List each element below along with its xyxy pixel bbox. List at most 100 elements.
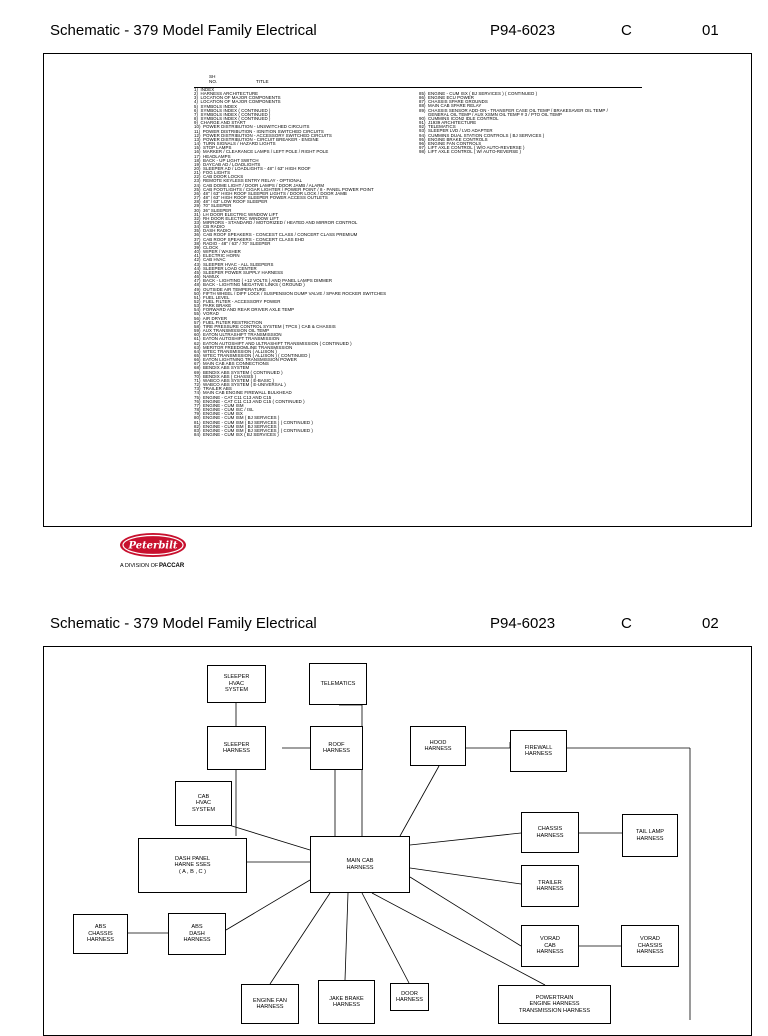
index-entry: 50) FIFTH WHEEL / DIFF LOCK / SUSPENSION… [194, 290, 387, 296]
index-entry: 22) CAB DOOR LOCKS [194, 174, 244, 180]
index-entry: 19) DAYCAB AD / LOADLIGHTS [194, 161, 261, 167]
tail-lamp-harness-box: TAIL LAMP HARNESS [622, 814, 678, 857]
index-entry: 11) POWER DISTRIBUTION - IGNITION SWITCH… [194, 128, 324, 134]
svg-text:PACCAR: PACCAR [159, 563, 185, 569]
telematics-box: TELEMATICS [309, 663, 367, 705]
index-entry: 1) INDEX [194, 87, 215, 92]
index-entry: 32) RH DOOR ELECTRIC WINDOW LIFT [194, 215, 279, 221]
title-label: TITLE [256, 79, 269, 84]
index-entry: 13) POWER DISTRIBUTION - CIRCUIT BREAKER… [194, 136, 319, 142]
index-entry: 46) NAMUX [194, 274, 220, 280]
index-entry: 12) POWER DISTRIBUTION - ACCESSORY SWITC… [194, 132, 332, 138]
index-entry: 7) SYMBOLS INDEX ( CONTINUED ) [194, 111, 271, 117]
index-entry: 55) VORAD [194, 311, 219, 317]
index-entry: 91) J1939 ARCHITECTURE [419, 120, 477, 126]
index-entry: 43) SLEEPER HVAC - ALL SLEEPERS [194, 261, 274, 267]
index-entry: 16) MARKER / CLEARANCE LAMPS / LEFT POLE… [194, 149, 329, 155]
index-entry: GENERAL OIL TEMP / AUX XSMN OIL TEMP # 3… [419, 111, 562, 117]
index-entry: 78) ENGINE - CUM ISC / ISL [194, 407, 254, 413]
index-entry: 27) 48" / 63" HIGH ROOF SLEEPER POWER AC… [194, 195, 328, 201]
no-label: NO. [209, 79, 218, 84]
index-entry: 53) PARK BRAKE [194, 303, 232, 309]
index-entry: 73) TRAILER ABS [194, 386, 232, 392]
index-entry: 67) MAIN CAB ABS CONNECTIONS [194, 361, 269, 367]
index-entry: 98) LIFT AXLE CONTROL ( W/ AUTO-REVERSE … [419, 149, 522, 155]
page-number: 01 [702, 22, 719, 39]
index-entry: 76) ENGINE - CAT C11 C13 AND C15 ( CONTI… [194, 398, 305, 404]
index-entry: 61) EATON AUTOSHIFT TRANSMISSION [194, 336, 280, 342]
index-entry: 9) CHARGE AND START [194, 120, 246, 126]
index-entry: 23) REMOTE KEYLESS ENTRY RELAY - OPTIONA… [194, 178, 303, 184]
index-entry: 33) MIRRORS - STANDARD / MOTORIZED / HEA… [194, 220, 358, 225]
index-entry: 45) SLEEPER POWER SUPPLY HARNESS [194, 269, 284, 275]
index-entry: 51) FUEL LEVEL [194, 294, 230, 300]
index-entry: 20) SLEEPER AD / LOADLIGHTS - 48" / 63" … [194, 165, 311, 171]
jake-brake-harness-box: JAKE BRAKE HARNESS [318, 980, 375, 1024]
index-entry: 34) CB RADIO [194, 224, 225, 230]
index-entry: 15) STOP LAMPS [194, 145, 232, 151]
index-entry: 5) SYMBOLS INDEX [194, 103, 238, 109]
index-entry: 96) ENGINE FAN CONTROLS [419, 140, 482, 146]
index-entry: 84) ENGINE - CUM ISX ( BJ SERVICES ) [194, 431, 279, 437]
index-entry: 4) LOCATION OF MAJOR COMPONENTS [194, 99, 281, 105]
index-entry: 87) CHASSIS SPARE GROUNDS [419, 99, 488, 105]
document-title: Schematic - 379 Model Family Electrical [50, 615, 317, 632]
sh-label: SH [209, 74, 216, 79]
index-entry: 56) AIR DRYER [194, 315, 228, 321]
index-entry: 42) CAB HVAC [194, 257, 226, 263]
index-rule [194, 87, 642, 88]
index-entry: 17) HEADLAMPS [194, 153, 231, 159]
index-entry: 93) SLEEPER LVD / LVD ADAPTER [419, 128, 493, 134]
index-entry: 68) BENDIX ABS SYSTEM [194, 365, 250, 371]
door-harness-box: DOOR HARNESS [390, 983, 429, 1011]
index-entry: 79) ENGINE - CUM ISX [194, 411, 243, 417]
index-entry: 97) LIFT AXLE CONTROL ( W/O AUTO-REVERSE… [419, 145, 525, 151]
index-entry: 38) RADIO - 48" / 63" / 70" SLEEPER [194, 240, 271, 246]
index-list-right: 85) ENGINE - CUM ISX ( BJ SERVICES ) ( C… [419, 91, 608, 155]
index-entry: 65) WTEC TRANSMISSION ( ALLISON ) ( CONT… [194, 353, 311, 358]
index-entry: 28) 48" / 63" LOW ROOF SLEEPER [194, 199, 268, 205]
index-entry: 2) HARNESS ARCHITECTURE [194, 91, 259, 97]
hood-harness-box: HOOD HARNESS [410, 726, 466, 766]
dash-panel-harnesses-box: DASH PANEL HARNE SSES ( A , B , C ) [138, 838, 247, 893]
sleeper-harness-box: SLEEPER HARNESS [207, 726, 266, 770]
index-entry: 29) 70" SLEEPER [194, 203, 232, 209]
index-entry: 60) EATON ULTRASHIFT TRANSMISSION [194, 332, 282, 338]
index-entry: 41) ELECTRIC HORN [194, 253, 240, 259]
index-entry: 83) ENGINE - CUM ISM ( BJ SERVICES ) ( C… [194, 427, 313, 433]
trailer-harness-box: TRAILER HARNESS [521, 865, 579, 907]
index-entry: 35) DASH RADIO [194, 228, 231, 234]
index-entry: 89) CHASSIS SENSOR ADD-ON - TRANSFER CAS… [419, 107, 608, 113]
index-entry: 71) WABCO ABS SYSTEM ( E-BASIC ) [194, 377, 275, 383]
index-entry: 39) CLOCK [194, 244, 219, 250]
roof-harness-box: ROOF HARNESS [310, 726, 363, 770]
revision: C [621, 22, 632, 39]
vorad-cab-harness-box: VORAD CAB HARNESS [521, 925, 579, 967]
index-entry: 85) ENGINE - CUM ISX ( BJ SERVICES ) ( C… [419, 91, 538, 96]
index-entry: 21) FOG LIGHTS [194, 170, 231, 176]
peterbilt-logo: Peterbilt A DIVISION OF PACCAR [118, 531, 188, 571]
index-entry: 57) FUEL FILTER RESTRICTION [194, 319, 263, 325]
document-title: Schematic - 379 Model Family Electrical [50, 22, 317, 39]
page-header: Schematic - 379 Model Family Electrical … [0, 615, 768, 639]
index-entry: 40) WIPER / WASHER [194, 249, 241, 255]
index-entry: 31) LH DOOR ELECTRIC WINDOW LIFT [194, 211, 279, 217]
document-number: P94-6023 [490, 615, 556, 632]
index-entry: 92) TELEMATICS [419, 124, 456, 130]
abs-dash-harness-box: ABS DASH HARNESS [168, 913, 226, 955]
abs-chassis-harness-box: ABS CHASSIS HARNESS [73, 914, 128, 954]
index-entry: 69) BENDIX ABS SYSTEM ( CONTINUED ) [194, 369, 283, 375]
index-entry: 70) BENDIX ABS ( CHASSIS ) [194, 373, 257, 379]
index-entry: 30) 36" SLEEPER [194, 207, 232, 213]
index-entry: 54) FORWARD AND REAR DRIVER AXLE TEMP [194, 307, 295, 313]
index-entry: 86) ENGINE ECU POWER [419, 95, 474, 101]
index-entry: 64) WTEC TRANSMISSION ( ALLISON ) [194, 348, 277, 354]
vorad-chassis-harness-box: VORAD CHASSIS HARNESS [621, 925, 679, 967]
index-entry: 88) MAIN CAB SPARE RELAY [419, 103, 482, 109]
cab-hvac-box: CAB HVAC SYSTEM [175, 781, 232, 826]
index-entry: 25) CAB FOOTLIGHTS / CIGAR LIGHTER / POW… [194, 186, 374, 192]
firewall-harness-box: FIREWALL HARNESS [510, 730, 567, 772]
index-entry: 80) ENGINE - CUM ISM ( BJ SERVICES ) [194, 415, 280, 421]
